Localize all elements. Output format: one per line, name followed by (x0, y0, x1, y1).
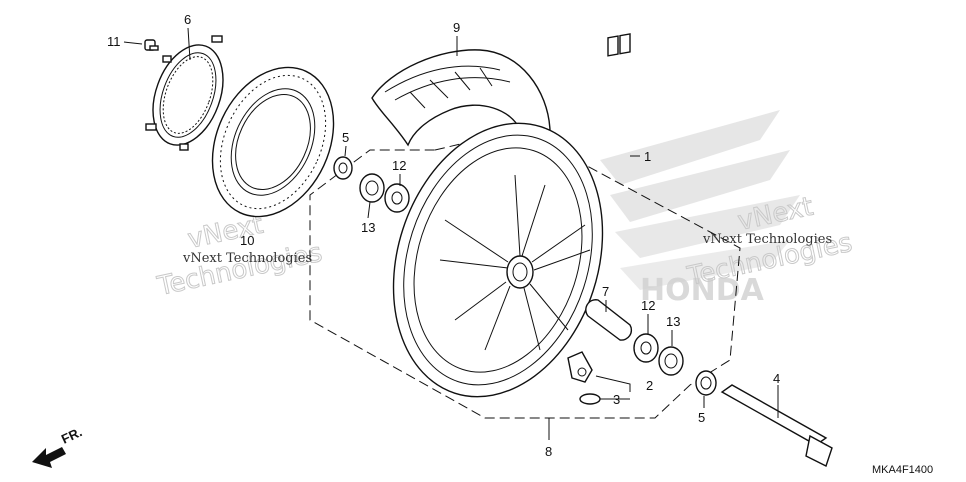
watermark-big-right-1: vNext (735, 192, 816, 237)
watermark-small-left: vNext Technologies (182, 251, 312, 266)
o-ring-part-3 (579, 393, 601, 405)
callout-3: 3 (613, 392, 620, 407)
callout-6: 6 (184, 12, 191, 27)
callout-4: 4 (773, 371, 780, 386)
spacer-part-7 (585, 299, 633, 341)
callout-11: 11 (107, 34, 121, 49)
callout-5-right: 5 (698, 410, 705, 425)
front-direction-label: FR. (59, 424, 84, 446)
callout-1: 1 (644, 149, 651, 164)
collar-part-5-left (333, 156, 353, 180)
callout-12-right: 12 (641, 298, 655, 313)
bolt-part-11 (144, 39, 159, 51)
callout-13-right: 13 (666, 314, 680, 329)
watermark-small-right: vNext Technologies (702, 232, 832, 247)
brake-disc-part-10 (211, 66, 335, 218)
wheel-part-8 (392, 122, 604, 398)
assembly-boundary (309, 129, 741, 419)
callout-12-left: 12 (392, 158, 406, 173)
pulse-ring-part-6 (145, 35, 224, 151)
bearing-part-12-left (384, 183, 410, 213)
seal-part-13-right (658, 346, 684, 376)
callout-2: 2 (646, 378, 653, 393)
honda-wing-watermark: HONDA (600, 110, 800, 308)
callout-10: 10 (240, 233, 254, 248)
diagram-code: MKA4F1400 (872, 464, 933, 476)
leader-lines (123, 27, 779, 440)
callout-7: 7 (602, 284, 609, 299)
balance-weight-part-1 (607, 33, 631, 57)
callout-5-left: 5 (342, 130, 349, 145)
seal-part-13-left (359, 173, 385, 203)
bearing-part-12-right (633, 333, 659, 363)
valve-part-2 (567, 351, 593, 383)
callout-13-left: 13 (361, 220, 375, 235)
axle-part-4 (720, 384, 833, 467)
brand-watermark: HONDA (640, 273, 765, 308)
front-direction-arrow: FR. (32, 424, 84, 468)
callout-8: 8 (545, 444, 552, 459)
callout-9: 9 (453, 20, 460, 35)
collar-part-5-right (695, 370, 717, 396)
